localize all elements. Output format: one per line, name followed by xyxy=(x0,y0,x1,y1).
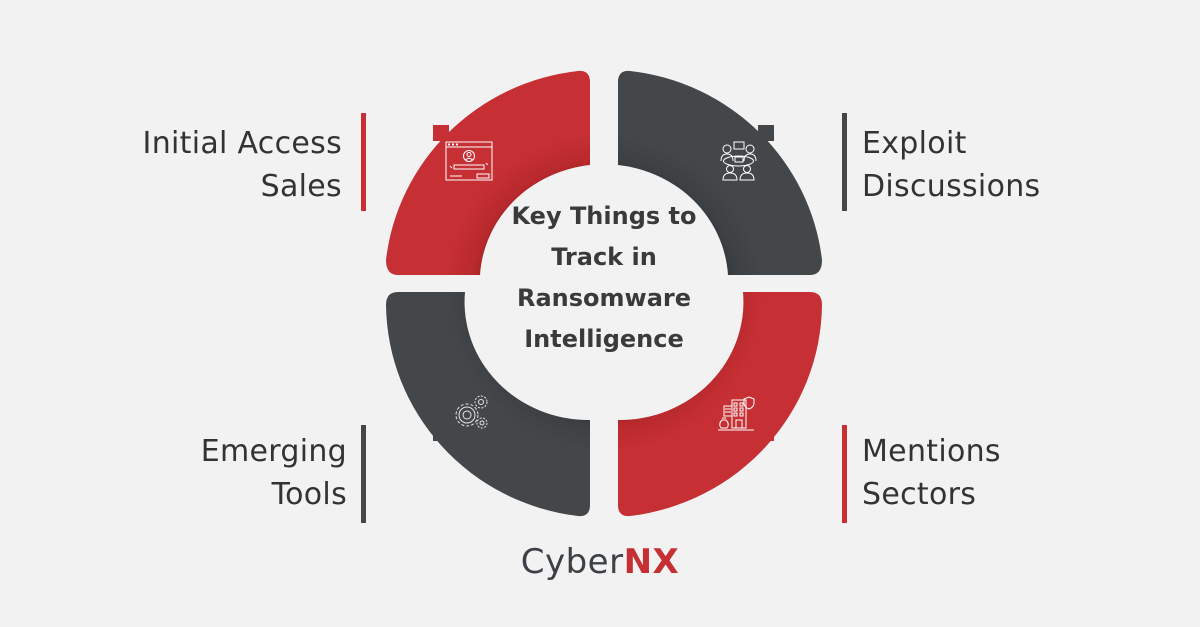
segment-exploit-discussions xyxy=(618,70,822,275)
accent-bar-red xyxy=(361,113,366,211)
label-line: Sales xyxy=(260,169,342,204)
label-exploit-discussions: Exploit Discussions xyxy=(862,122,1040,208)
title-line: Intelligence xyxy=(524,325,684,353)
group-meeting-icon xyxy=(720,141,757,181)
segment-emerging-tools xyxy=(386,292,590,517)
label-line: Initial Access xyxy=(142,126,342,161)
label-mentions-sectors: Mentions Sectors xyxy=(862,430,1001,516)
label-initial-access-sales: Initial Access Sales xyxy=(143,122,342,208)
title-line: Ransomware xyxy=(516,284,692,312)
label-line: Mentions xyxy=(862,434,1001,469)
logo-text-cyber: Cyber xyxy=(520,542,624,582)
label-line: Exploit xyxy=(862,126,967,161)
title-line: Track in xyxy=(551,243,657,271)
gears-icon xyxy=(455,395,488,429)
title-line: Key Things to xyxy=(511,202,697,230)
label-line: Emerging xyxy=(200,434,347,469)
segment-initial-access-sales xyxy=(386,70,590,275)
accent-bar-dark xyxy=(361,425,366,523)
label-line: Discussions xyxy=(862,169,1041,204)
diagram-title: Key Things to Track in Ransomware Intell… xyxy=(484,196,724,360)
cybernx-logo: CyberNX xyxy=(0,540,1200,584)
label-emerging-tools: Emerging Tools xyxy=(201,430,347,516)
logo-text-nx: NX xyxy=(623,542,680,582)
accent-bar-dark xyxy=(842,113,847,211)
accent-bar-red xyxy=(842,425,847,523)
login-window-icon xyxy=(445,141,493,181)
building-shield-icon xyxy=(718,396,755,431)
label-line: Sectors xyxy=(862,477,977,512)
label-line: Tools xyxy=(271,477,347,512)
segment-mentions-sectors xyxy=(618,292,822,517)
